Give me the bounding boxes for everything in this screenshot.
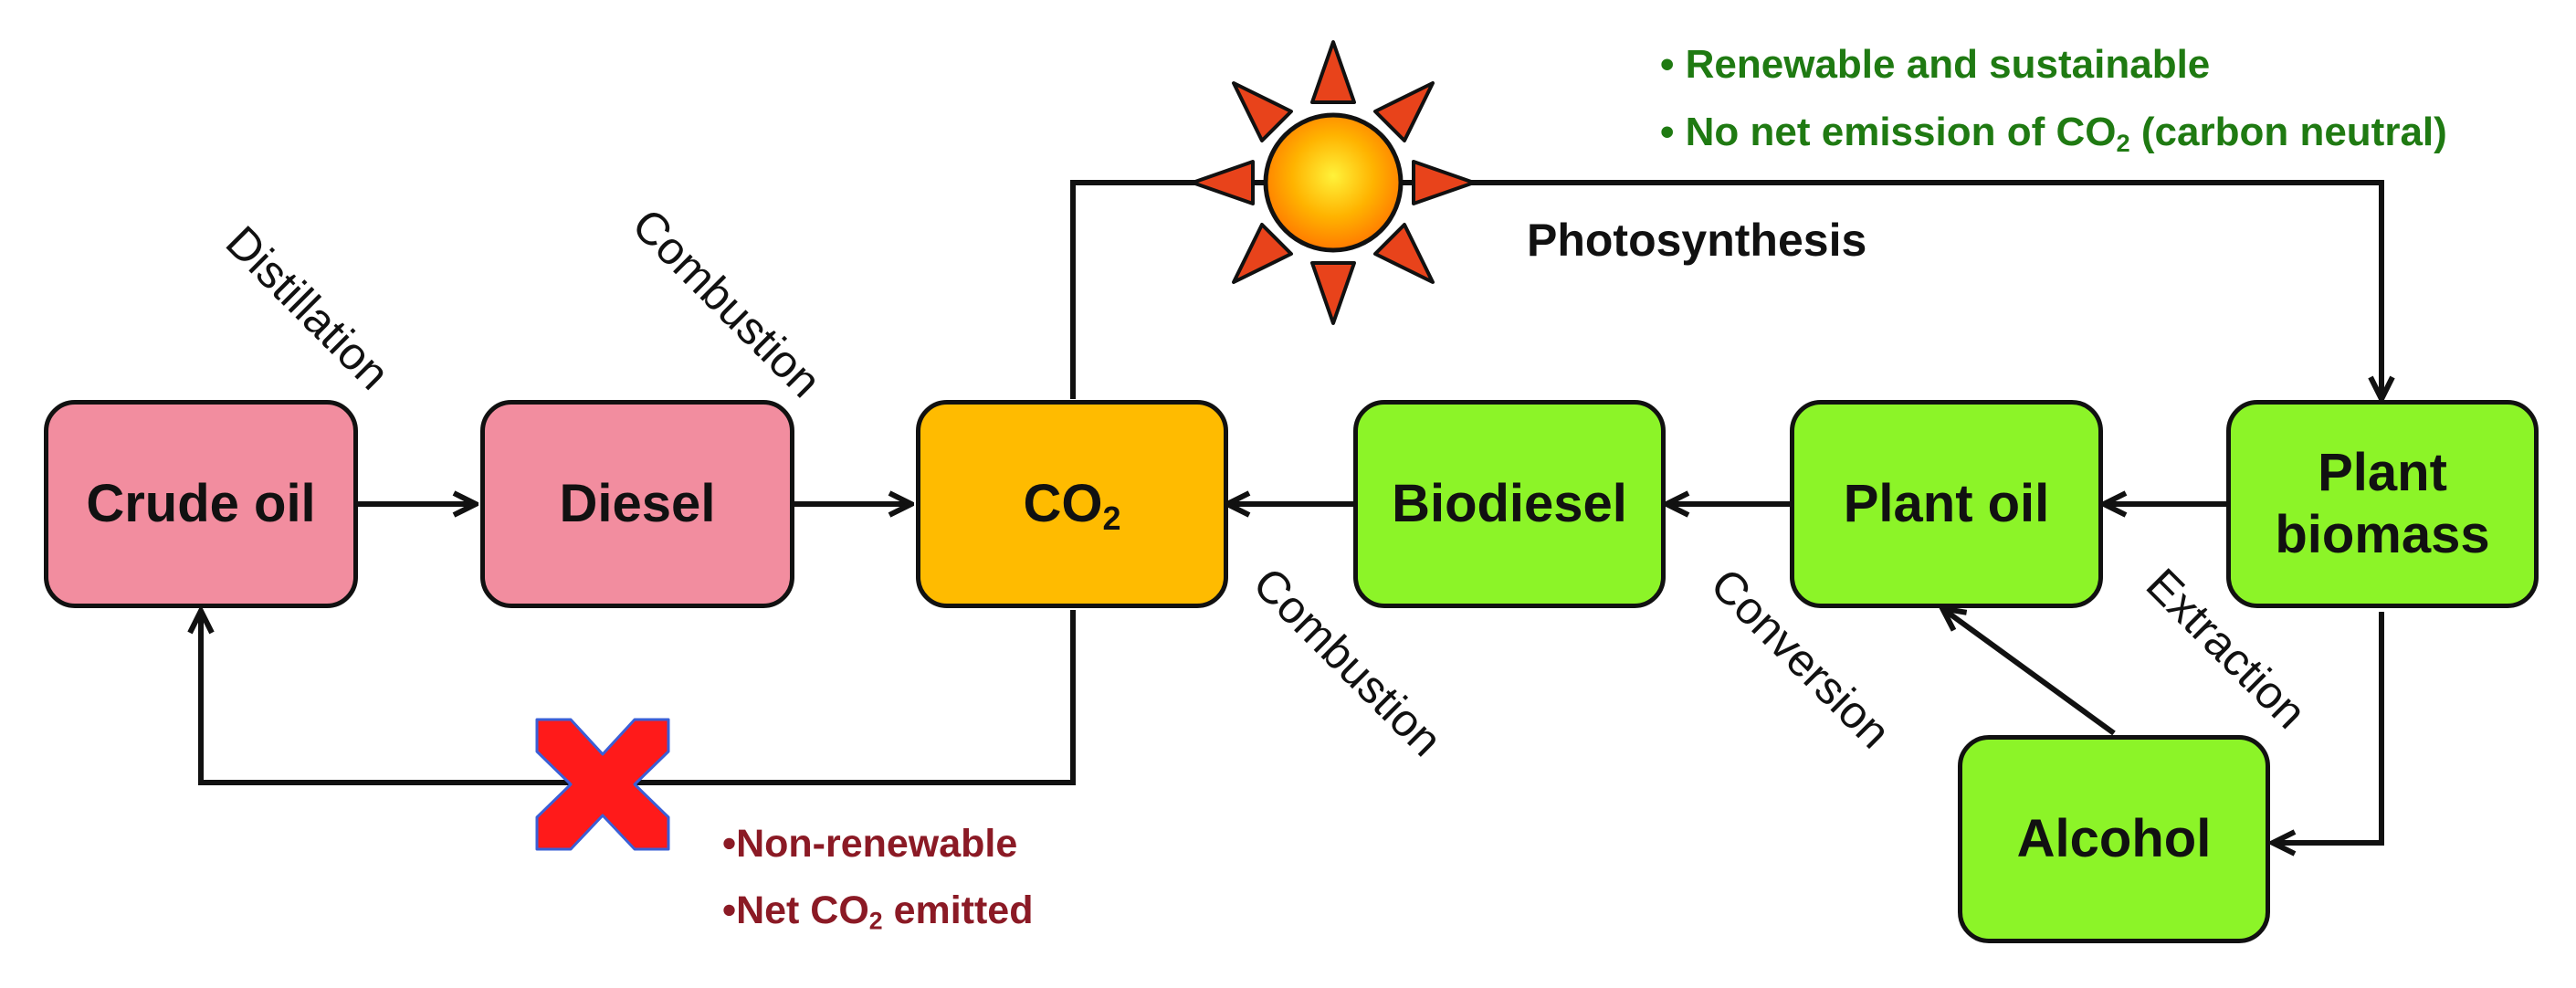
plant-biomass-box: Plant biomass [2226, 400, 2539, 608]
fossil-note-1: •Non-renewable [722, 822, 1018, 866]
renewable-note-1: • Renewable and sustainable [1660, 42, 2211, 87]
plant-biomass-label-line2: biomass [2275, 505, 2490, 564]
sun-icon [1191, 40, 1476, 325]
arrow-alcohol-to-plantoil [1943, 609, 2116, 736]
crude-oil-label: Crude oil [86, 473, 316, 533]
fossil-note-2: •Net CO2 emitted [722, 888, 1034, 935]
photosynthesis-label: Photosynthesis [1527, 215, 1867, 266]
plant-biomass-label-line1: Plant [2318, 442, 2447, 502]
alcohol-box: Alcohol [1958, 735, 2270, 943]
diesel-box: Diesel [480, 400, 794, 608]
biodiesel-label: Biodiesel [1392, 473, 1627, 533]
alcohol-label: Alcohol [2016, 808, 2212, 868]
renewable-note-2: • No net emission of CO2 (carbon neutral… [1660, 110, 2447, 157]
arrow-photosynthesis-loop [1070, 180, 2381, 399]
co2-label: CO2 [1023, 473, 1121, 537]
cross-icon [535, 718, 670, 851]
plant-oil-label: Plant oil [1843, 473, 2050, 533]
arrow-biomass-to-alcohol [2274, 612, 2384, 843]
co2-box: CO2 [916, 400, 1228, 608]
biodiesel-box: Biodiesel [1353, 400, 1666, 608]
crude-oil-box: Crude oil [44, 400, 358, 608]
plant-oil-box: Plant oil [1790, 400, 2103, 608]
diesel-label: Diesel [559, 473, 716, 533]
